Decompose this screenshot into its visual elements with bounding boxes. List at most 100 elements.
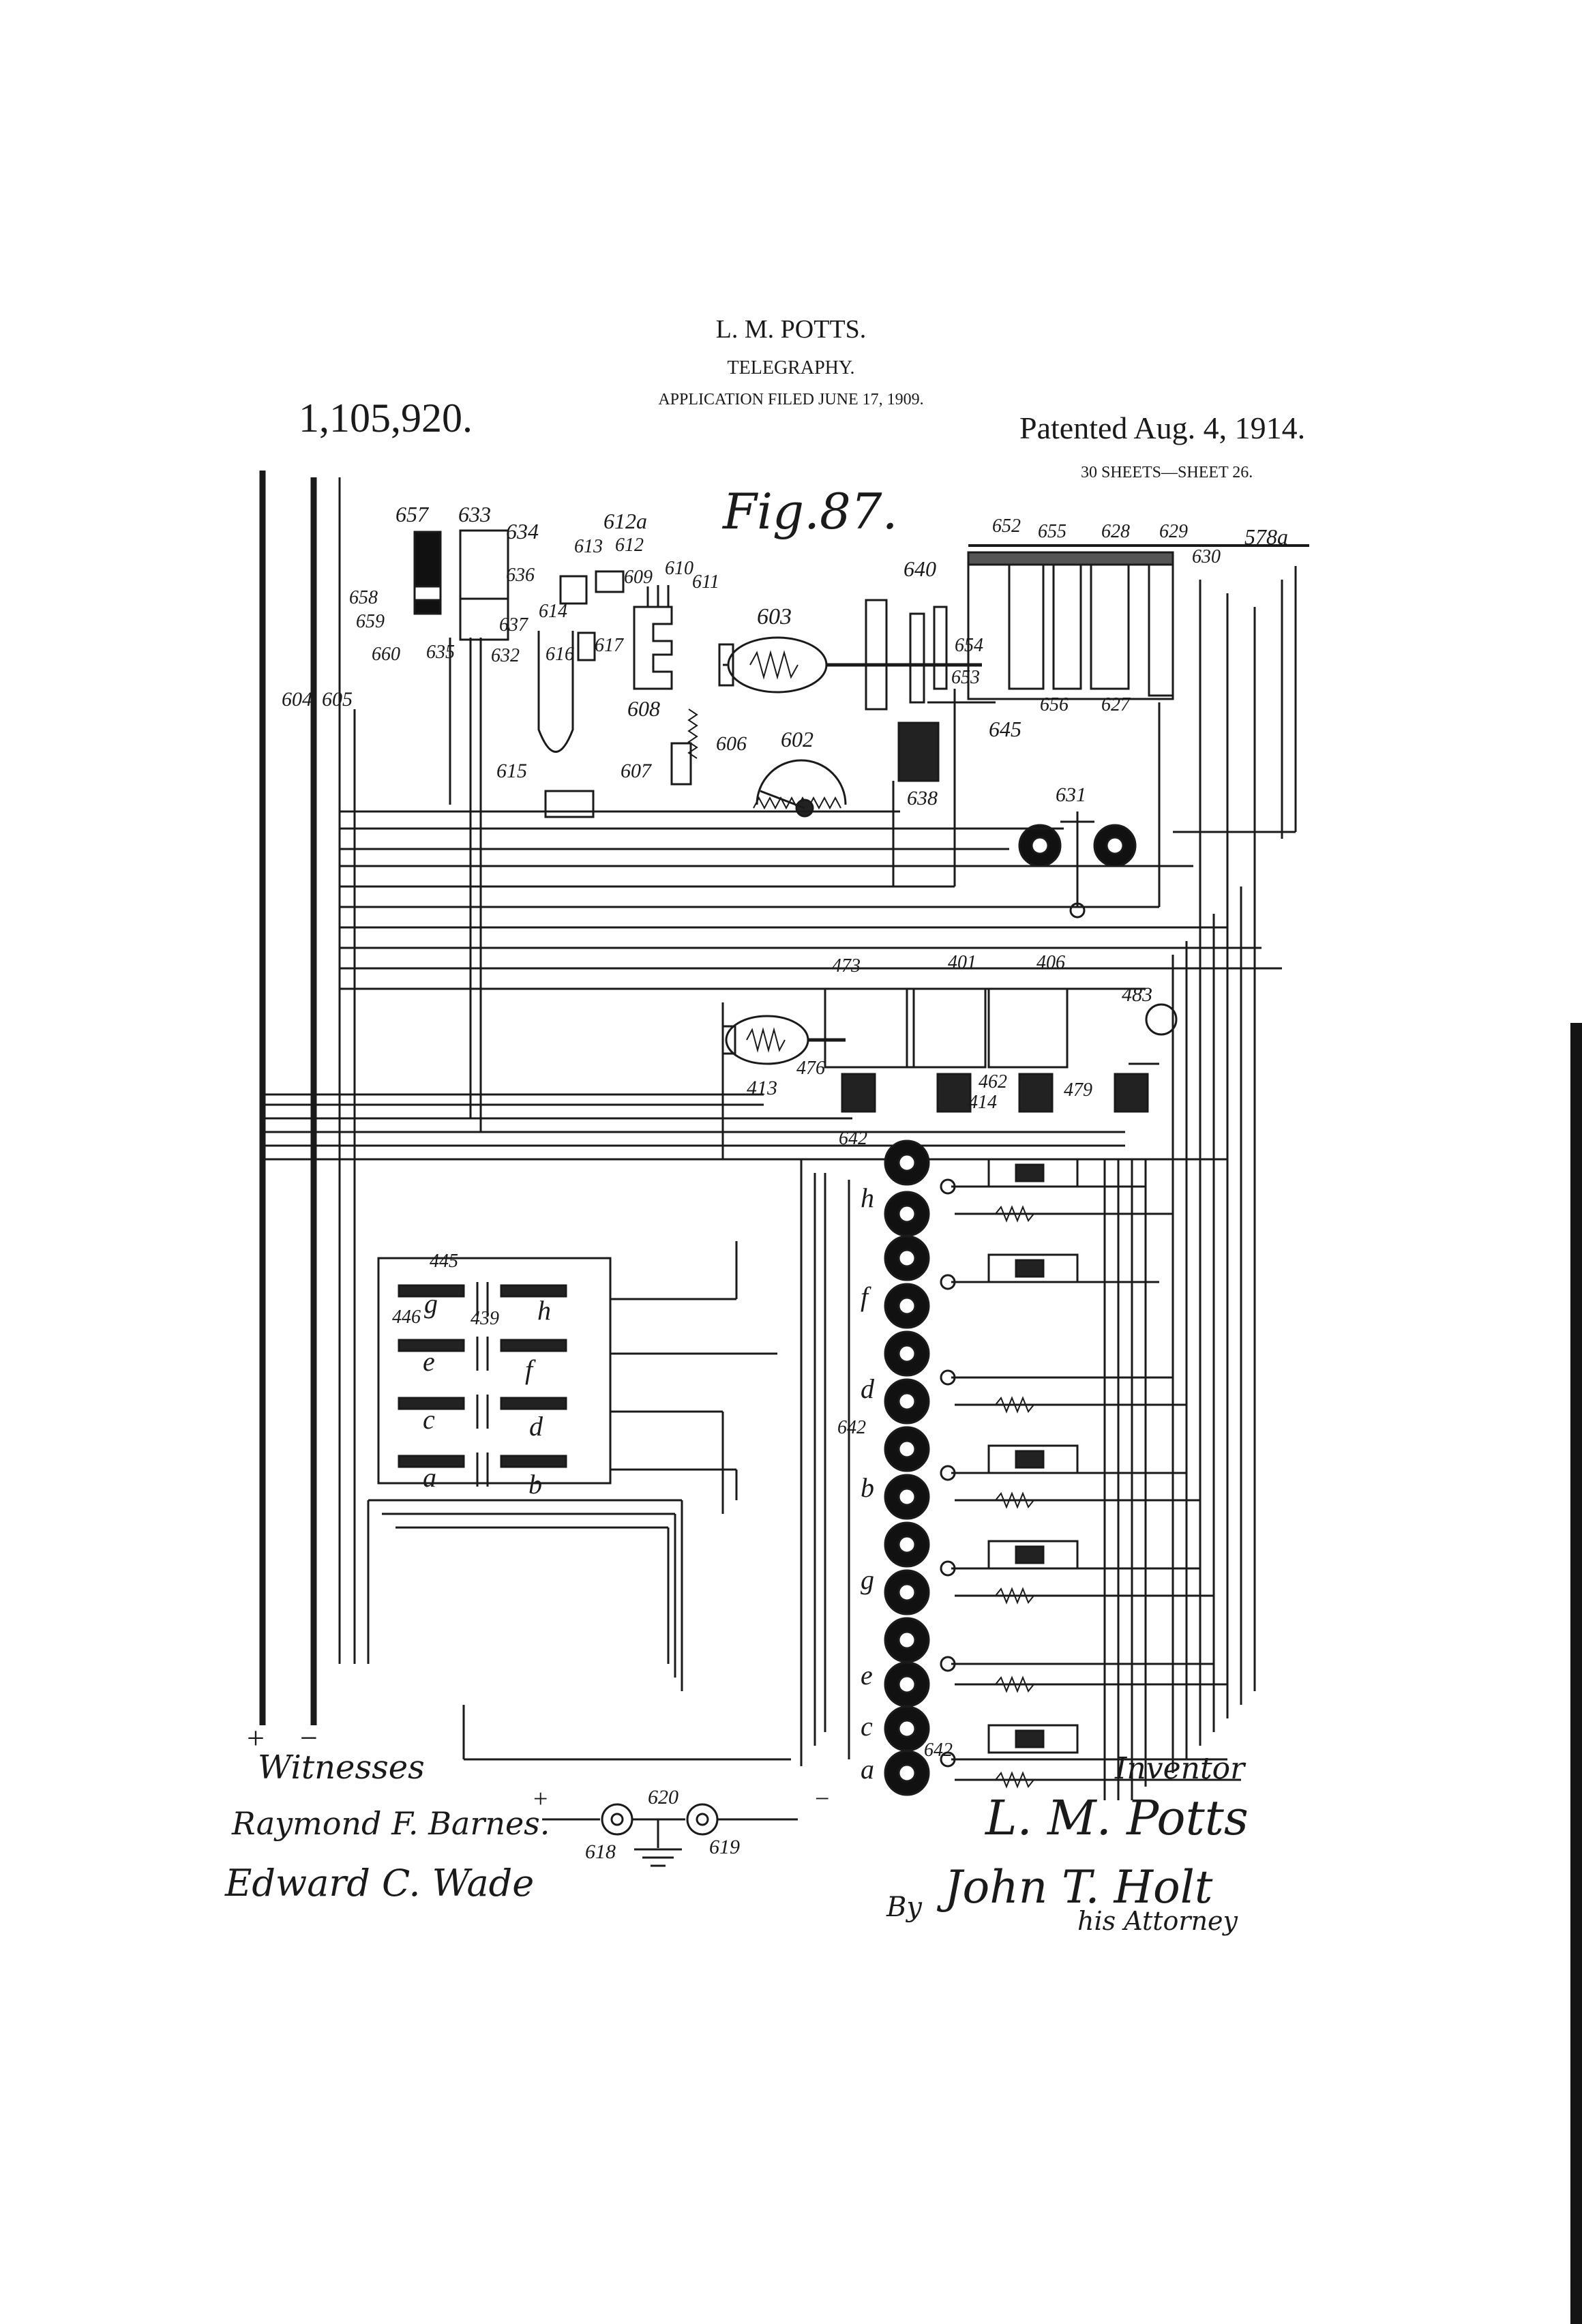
ref-473: 473: [832, 955, 861, 977]
reference-numerals: 657 633 634 612a 613 612 609 610 611 603…: [282, 502, 1288, 1863]
polarity-minus: −: [300, 1720, 318, 1755]
letter-h: h: [537, 1295, 551, 1326]
relay-table: [367, 1241, 791, 1761]
ref-637: 637: [499, 614, 528, 636]
commutator-bank: [967, 551, 1174, 700]
attorney-signature: John T. Holt: [936, 1861, 1213, 1913]
column-letter-h: h: [861, 1182, 874, 1213]
relay-frame-406: [987, 987, 1069, 1069]
wheel-stack: [884, 1139, 930, 1796]
ref-619: 619: [709, 1836, 740, 1858]
inventor-signature: L. M. Potts: [984, 1790, 1249, 1846]
battery-plus: +: [533, 1785, 548, 1813]
ref-610: 610: [665, 558, 693, 579]
cylinder-657: [413, 531, 442, 615]
ref-483: 483: [1122, 983, 1152, 1006]
ref-659: 659: [356, 611, 385, 632]
ref-479: 479: [1064, 1079, 1092, 1101]
ref-642-mid: 642: [837, 1417, 866, 1438]
attorney-suffix: his Attorney: [1077, 1906, 1238, 1936]
letter-e: e: [423, 1346, 435, 1377]
ref-640: 640: [904, 556, 936, 581]
ref-627: 627: [1101, 694, 1131, 715]
top-apparatus: [340, 529, 1309, 1132]
motor-603: [727, 636, 828, 694]
ref-414: 414: [968, 1092, 997, 1113]
ref-617: 617: [595, 635, 624, 656]
main-bus-lines: [259, 471, 356, 1725]
header-subject: TELEGRAPHY.: [728, 357, 855, 378]
ref-633: 633: [458, 502, 491, 526]
ref-657: 657: [395, 502, 430, 526]
ref-476: 476: [796, 1058, 825, 1079]
ref-618: 618: [585, 1841, 616, 1863]
ref-642-bottom: 642: [924, 1740, 953, 1761]
ref-655: 655: [1038, 521, 1066, 542]
ref-638: 638: [907, 787, 938, 809]
witness-signature-1: Raymond F. Barnes.: [231, 1805, 550, 1842]
ref-630: 630: [1192, 546, 1221, 567]
ref-462: 462: [979, 1071, 1007, 1092]
ref-642-top: 642: [839, 1128, 867, 1149]
relay-frame-401: [906, 987, 987, 1069]
column-letter-e: e: [861, 1660, 873, 1690]
inventor-label: Inventor: [1114, 1751, 1247, 1786]
ref-628: 628: [1101, 521, 1130, 542]
ref-654: 654: [955, 635, 983, 656]
commutator-column: [800, 873, 1256, 1800]
u-magnet-615: [537, 631, 574, 753]
ref-614: 614: [539, 601, 567, 622]
motor-413: [725, 1015, 809, 1065]
ref-613: 613: [574, 536, 603, 557]
ref-616: 616: [546, 644, 574, 665]
ref-656: 656: [1040, 694, 1069, 715]
ref-635: 635: [426, 642, 455, 663]
ref-609: 609: [624, 567, 653, 588]
letter-f: f: [525, 1354, 536, 1385]
ref-634: 634: [506, 519, 539, 543]
witnesses-label: Witnesses: [258, 1748, 425, 1787]
relay-frame-473: [824, 987, 915, 1069]
ref-604: 604: [282, 688, 312, 711]
column-letter-c: c: [861, 1711, 873, 1742]
ref-631: 631: [1056, 784, 1086, 806]
column-letter-g: g: [861, 1564, 874, 1595]
ref-652: 652: [992, 516, 1021, 537]
column-letter-d: d: [861, 1373, 875, 1404]
middle-apparatus: [263, 987, 1227, 1161]
ref-406: 406: [1036, 952, 1065, 973]
ref-645: 645: [989, 717, 1021, 741]
column-letter-a: a: [861, 1754, 874, 1785]
header-application-filed: APPLICATION FILED JUNE 17, 1909.: [658, 391, 923, 408]
letter-c: c: [423, 1404, 435, 1435]
ref-612a: 612a: [603, 509, 647, 533]
rheostat-602: [756, 759, 847, 805]
ref-446: 446: [392, 1307, 421, 1328]
ref-615: 615: [496, 760, 527, 782]
column-letter-b: b: [861, 1472, 874, 1503]
letter-d: d: [529, 1411, 543, 1442]
patent-number: 1,105,920.: [299, 396, 473, 441]
battery-minus: −: [815, 1785, 829, 1813]
scan-edge-bar: [1570, 1023, 1582, 2324]
ref-653: 653: [951, 667, 980, 688]
sheet-info: 30 SHEETS—SHEET 26.: [1081, 464, 1253, 481]
ref-608: 608: [627, 696, 660, 721]
letter-b: b: [528, 1469, 542, 1500]
ref-632: 632: [491, 645, 520, 666]
ref-611: 611: [692, 571, 719, 593]
witness-signature-2: Edward C. Wade: [224, 1862, 534, 1905]
ref-578a: 578a: [1244, 524, 1288, 549]
column-letter-f: f: [861, 1281, 871, 1312]
polarity-plus: +: [247, 1720, 265, 1755]
ref-636: 636: [506, 565, 535, 586]
ref-658: 658: [349, 587, 378, 608]
header-inventor-name: L. M. POTTS.: [716, 315, 867, 344]
letter-g: g: [424, 1288, 438, 1319]
battery-assembly: [542, 1803, 798, 1867]
ref-413: 413: [747, 1077, 777, 1099]
ref-445: 445: [430, 1251, 458, 1272]
figure-title: Fig.87.: [721, 483, 897, 540]
ref-607: 607: [621, 760, 653, 782]
